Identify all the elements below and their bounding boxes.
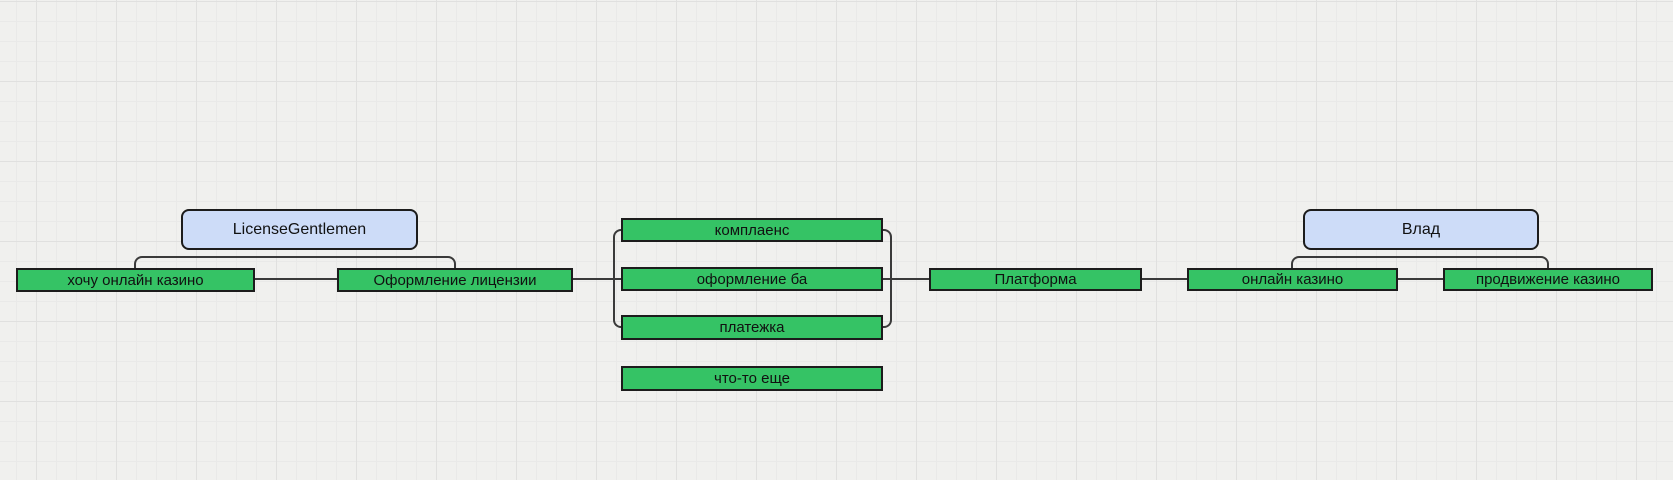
node-vlad[interactable]: Влад — [1303, 209, 1539, 250]
node-license-processing-label: Оформление лицензии — [373, 271, 537, 289]
connector-middle-group-to-platform[interactable] — [883, 278, 930, 280]
node-license-processing[interactable]: Оформление лицензии — [337, 268, 573, 292]
node-payments[interactable]: платежка — [621, 315, 883, 340]
node-compliance[interactable]: комплаенс — [621, 218, 883, 242]
node-something-else-label: что-то еще — [714, 370, 790, 387]
node-platform-label: Платформа — [994, 271, 1077, 288]
connector-online-casino-to-promotion[interactable] — [1398, 278, 1444, 280]
node-vlad-label: Влад — [1401, 220, 1441, 238]
bracket-middle-group-left[interactable] — [613, 229, 622, 328]
connector-want-to-license[interactable] — [255, 278, 339, 280]
bracket-vlad-children[interactable] — [1291, 256, 1549, 268]
node-platform[interactable]: Платформа — [929, 268, 1142, 291]
node-payments-label: платежка — [719, 319, 785, 336]
node-compliance-label: комплаенс — [714, 221, 790, 239]
node-license-gentlemen-label: LicenseGentlemen — [232, 220, 367, 238]
node-casino-promotion-label: продвижение казино — [1475, 271, 1621, 288]
node-license-gentlemen[interactable]: LicenseGentlemen — [181, 209, 418, 250]
node-bank-processing-label: оформление ба — [696, 270, 808, 288]
node-something-else[interactable]: что-то еще — [621, 366, 883, 391]
bracket-license-gentlemen-children[interactable] — [134, 256, 456, 268]
node-want-online-casino[interactable]: хочу онлайн казино — [16, 268, 255, 292]
connector-platform-to-online-casino[interactable] — [1142, 278, 1188, 280]
node-online-casino[interactable]: онлайн казино — [1187, 268, 1398, 291]
connector-license-to-middle-group[interactable] — [573, 278, 622, 280]
node-online-casino-label: онлайн казино — [1241, 271, 1344, 288]
node-casino-promotion[interactable]: продвижение казино — [1443, 268, 1653, 291]
bracket-middle-group-right[interactable] — [882, 229, 892, 328]
node-bank-processing[interactable]: оформление ба — [621, 267, 883, 291]
node-want-online-casino-label: хочу онлайн казино — [67, 271, 204, 289]
